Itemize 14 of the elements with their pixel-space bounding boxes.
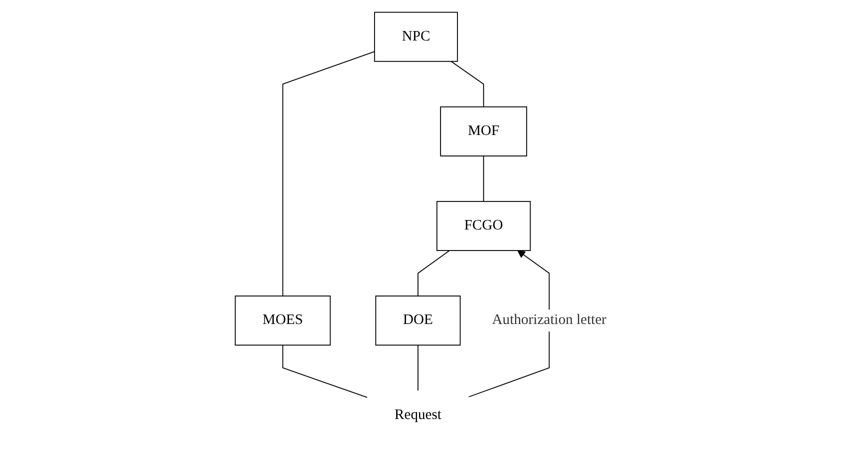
node-box: FCGO bbox=[436, 200, 530, 251]
node-box: NPC bbox=[374, 12, 458, 62]
node-box: MOES bbox=[234, 296, 330, 346]
node-box: MOF bbox=[440, 106, 527, 156]
edge-label: Authorization letter bbox=[492, 312, 606, 328]
connector bbox=[282, 51, 375, 296]
connector bbox=[282, 344, 368, 398]
connector bbox=[417, 344, 418, 392]
node-text: Request bbox=[394, 406, 442, 422]
connector bbox=[450, 60, 484, 108]
node-box: DOE bbox=[374, 296, 460, 346]
connector bbox=[482, 156, 484, 202]
connector bbox=[417, 250, 450, 296]
arrow bbox=[468, 250, 550, 398]
